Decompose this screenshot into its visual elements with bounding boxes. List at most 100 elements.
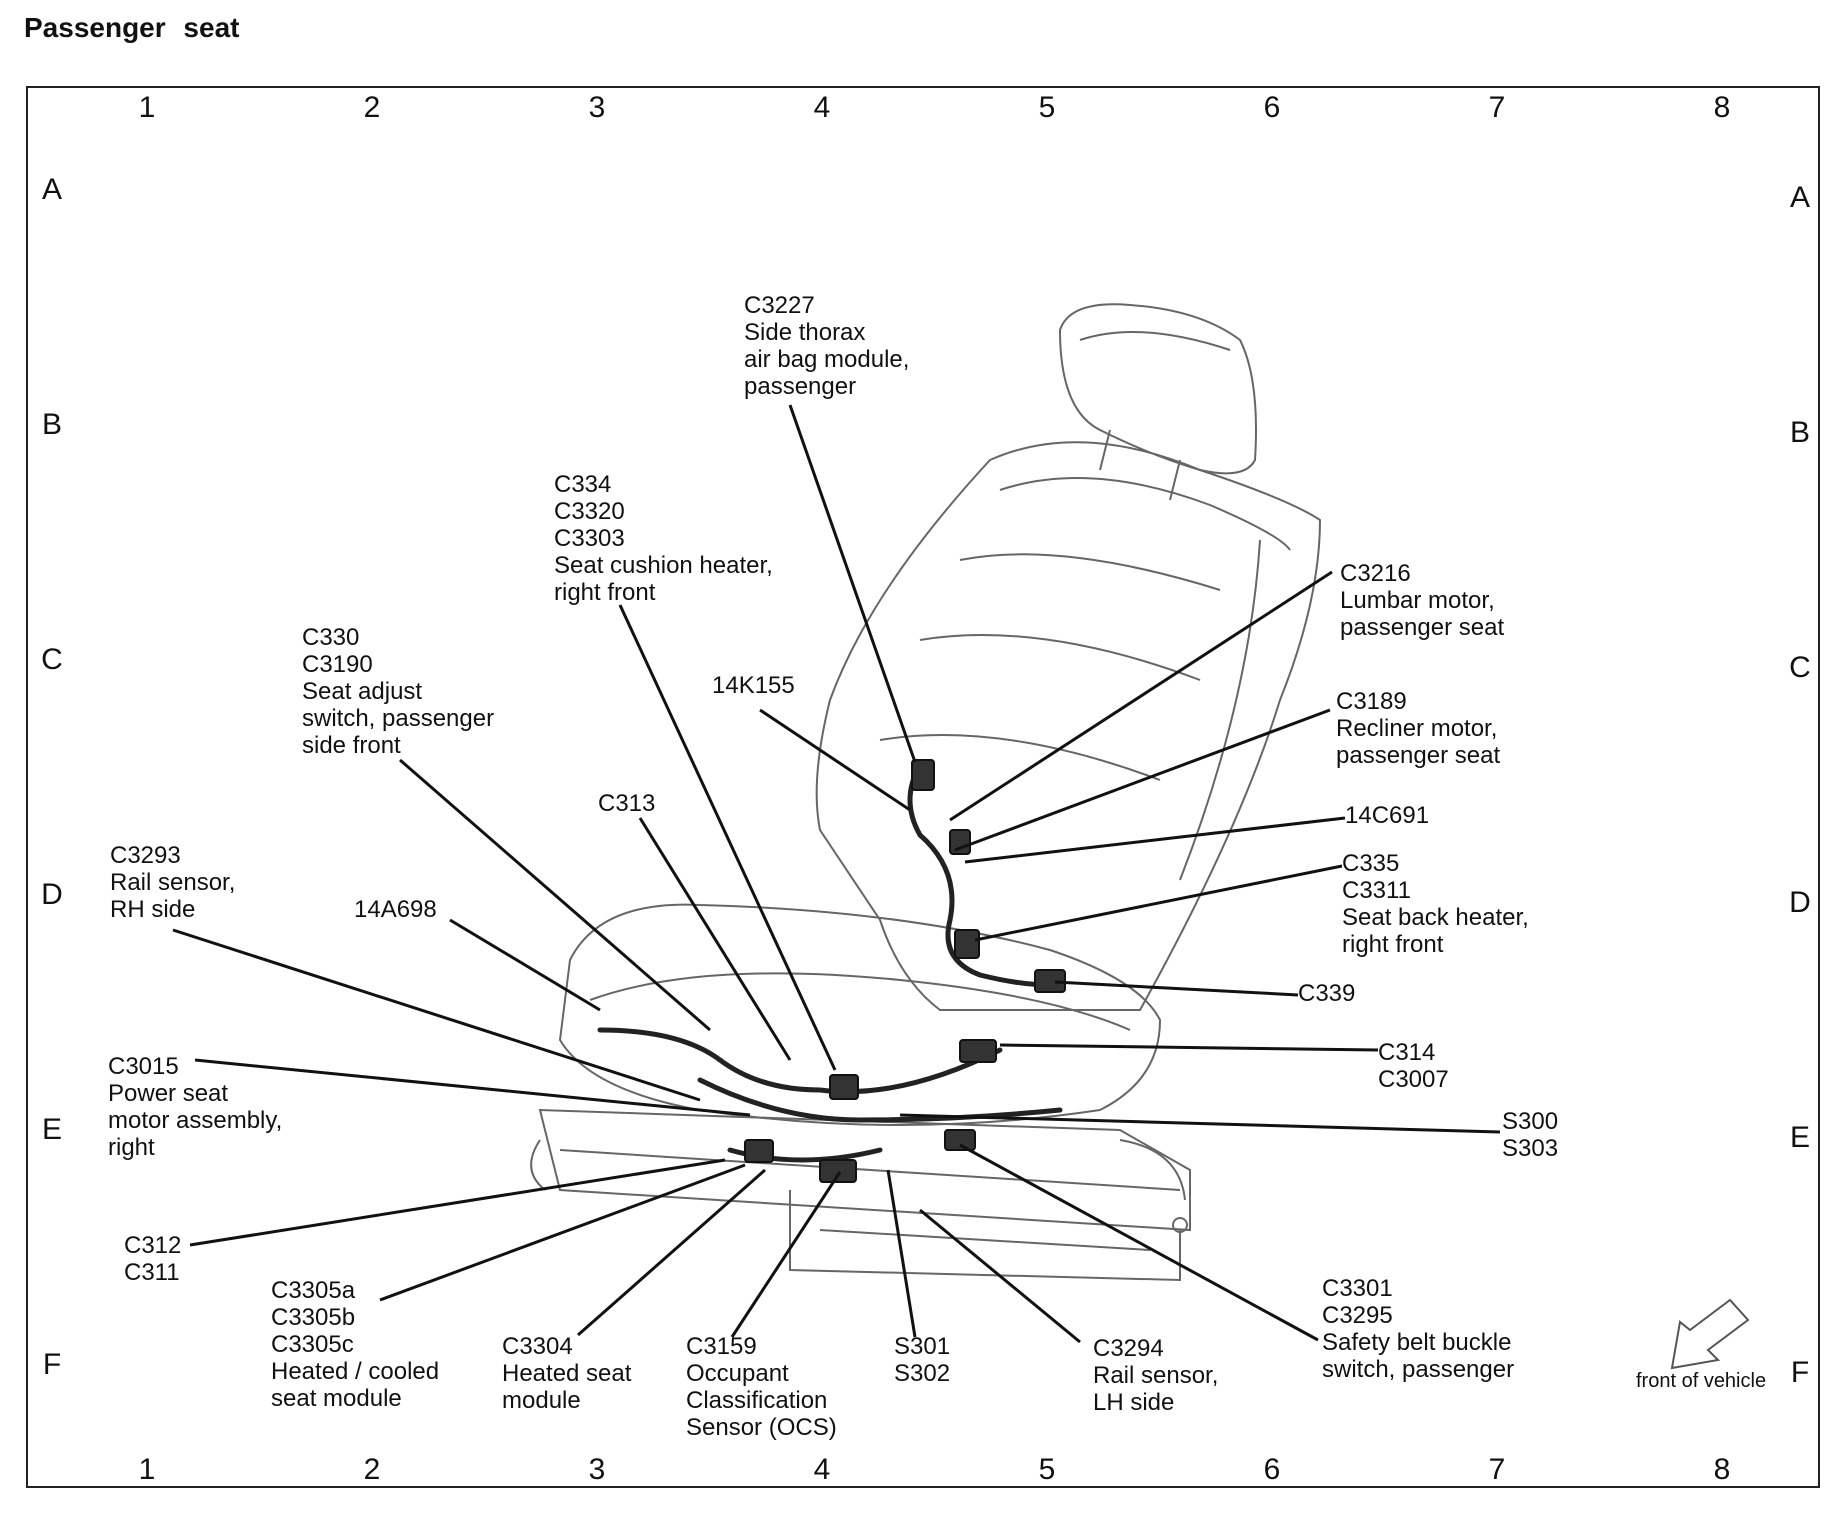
callout-line: C3301 <box>1322 1275 1393 1302</box>
callout-line: Recliner motor, <box>1336 715 1498 742</box>
grid-column-8-top: 8 <box>1713 91 1731 124</box>
grid-column-8-bottom: 8 <box>1713 1453 1731 1486</box>
front-of-vehicle-label: front of vehicle <box>1636 1370 1767 1392</box>
callout-line: right <box>108 1134 155 1161</box>
callout-line: C312 <box>124 1232 182 1259</box>
callout-line: Seat back heater, <box>1342 904 1529 931</box>
grid-row-D-right: D <box>1789 886 1811 919</box>
callout-line: 14C691 <box>1345 802 1430 829</box>
callout-line: Rail sensor, <box>110 869 236 896</box>
leader-lines <box>172 404 1501 1344</box>
callout-line: S302 <box>894 1360 951 1387</box>
diagram-title: Passenger seat <box>24 12 240 43</box>
grid-column-7-bottom: 7 <box>1488 1453 1506 1486</box>
callout-line: C3295 <box>1322 1302 1393 1329</box>
callout-line: Rail sensor, <box>1093 1362 1219 1389</box>
callout-line: C314 <box>1378 1039 1436 1066</box>
grid-column-2-top: 2 <box>363 91 381 124</box>
callout-k155: 14K155 <box>712 672 795 699</box>
callout-line: C3227 <box>744 292 815 319</box>
grid-column-6-top: 6 <box>1263 91 1281 124</box>
grid-row-C-left: C <box>41 643 63 676</box>
callout-line: 14K155 <box>712 672 795 699</box>
connectors <box>744 759 1066 1183</box>
callout-line: C3159 <box>686 1333 757 1360</box>
callout-line: side front <box>302 732 401 759</box>
callout-c339: C339 <box>1298 980 1355 1007</box>
grid-row-E-right: E <box>1789 1121 1811 1154</box>
grid-column-7-top: 7 <box>1488 91 1506 124</box>
grid-column-3-bottom: 3 <box>588 1453 606 1486</box>
callout-line: right front <box>1342 931 1444 958</box>
callout-line: air bag module, <box>744 346 910 373</box>
grid-row-A-left: A <box>41 173 63 206</box>
callout-line: Heated / cooled <box>271 1358 440 1385</box>
grid-column-4-bottom: 4 <box>813 1453 831 1486</box>
grid-row-F-right: F <box>1790 1356 1810 1389</box>
callout-line: C311 <box>124 1259 180 1286</box>
grid-row-C-right: C <box>1789 651 1811 684</box>
grid-column-2-bottom: 2 <box>363 1453 381 1486</box>
grid-row-E-left: E <box>41 1113 63 1146</box>
callout-line: Side thorax <box>744 319 866 346</box>
callout-line: C3305a <box>271 1277 356 1304</box>
callout-line: C313 <box>598 790 656 817</box>
callout-c691: 14C691 <box>1345 802 1429 829</box>
wiring-harness <box>597 762 1063 1163</box>
callout-line: S300 <box>1502 1108 1559 1135</box>
grid-row-B-right: B <box>1789 416 1811 449</box>
diagram-frame <box>26 86 1820 1488</box>
callout-line: C3189 <box>1336 688 1407 715</box>
callout-line: Power seat <box>108 1080 229 1107</box>
callout-line: C3216 <box>1340 560 1411 587</box>
callout-line: seat module <box>271 1385 402 1412</box>
front-of-vehicle-arrow-icon <box>1670 1298 1750 1370</box>
grid-row-A-right: A <box>1789 181 1811 214</box>
callout-line: Safety belt buckle <box>1322 1329 1512 1356</box>
callout-line: module <box>502 1387 581 1414</box>
callout-line: Occupant <box>686 1360 789 1387</box>
grid-column-4-top: 4 <box>813 91 831 124</box>
callout-line: passenger seat <box>1340 614 1505 641</box>
callout-line: C3304 <box>502 1333 573 1360</box>
grid-row-B-left: B <box>41 408 63 441</box>
callout-c313: C313 <box>598 790 655 817</box>
grid-column-5-bottom: 5 <box>1038 1453 1056 1486</box>
callout-line: Heated seat <box>502 1360 632 1387</box>
grid-row-F-left: F <box>42 1348 62 1381</box>
callout-line: C3303 <box>554 525 625 552</box>
grid-column-3-top: 3 <box>588 91 606 124</box>
callout-line: LH side <box>1093 1389 1175 1416</box>
callout-line: Lumbar motor, <box>1340 587 1495 614</box>
grid-column-1-top: 1 <box>138 91 156 124</box>
callout-line: S301 <box>894 1333 951 1360</box>
callout-line: Classification <box>686 1387 828 1414</box>
callout-a698: 14A698 <box>354 896 437 923</box>
callout-line: C335 <box>1342 850 1400 877</box>
callout-line: C330 <box>302 624 360 651</box>
callout-line: S303 <box>1502 1135 1559 1162</box>
callout-line: 14A698 <box>354 896 437 923</box>
callout-line: C3293 <box>110 842 181 869</box>
grid-row-D-left: D <box>41 878 63 911</box>
callout-line: motor assembly, <box>108 1107 283 1134</box>
callout-line: C3320 <box>554 498 625 525</box>
callout-line: C3305b <box>271 1304 356 1331</box>
callout-line: C3007 <box>1378 1066 1449 1093</box>
